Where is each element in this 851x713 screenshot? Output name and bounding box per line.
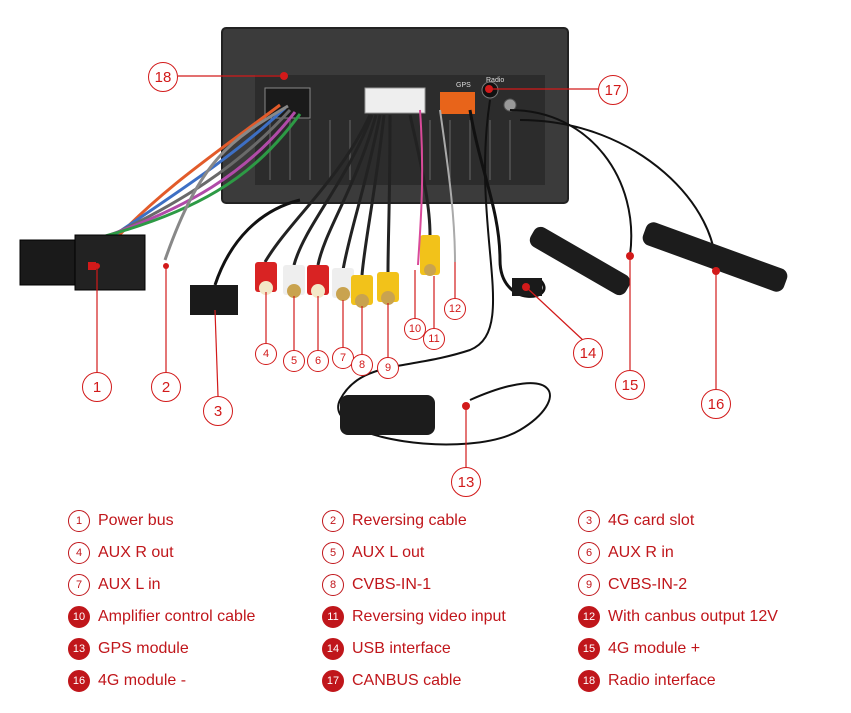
legend-number: 13: [68, 638, 90, 660]
rca-plugs: [255, 235, 440, 308]
canbus-sticker: [440, 92, 475, 114]
legend-number: 15: [578, 638, 600, 660]
legend-item: 11 Reversing video input: [322, 604, 506, 630]
radio-port-label: Radio: [486, 77, 504, 84]
legend-label: AUX L in: [98, 576, 161, 593]
callout-3: 3: [203, 396, 233, 426]
power-bus-connectors: [19, 234, 146, 291]
legend-item: 1 Power bus: [68, 508, 174, 534]
legend-number: 7: [68, 574, 90, 596]
legend-label: CVBS-IN-2: [608, 576, 688, 593]
legend-item: 12 With canbus output 12V: [578, 604, 778, 630]
gps-port-label: GPS: [456, 82, 471, 89]
callout-4: 4: [255, 343, 277, 365]
legend-item: 14 USB interface: [322, 636, 451, 662]
legend-number: 8: [322, 574, 344, 596]
gps-cable: [337, 99, 551, 446]
callout-13: 13: [451, 467, 481, 497]
rca-cables: [263, 114, 432, 276]
callout-9: 9: [377, 357, 399, 379]
legend-label: Power bus: [98, 512, 174, 529]
canbus-12v-lead: [439, 109, 456, 263]
amp-control-lead: [417, 109, 424, 266]
legend-item: 4 AUX R out: [68, 540, 174, 566]
legend-item: 8 CVBS-IN-1: [322, 572, 431, 598]
legend-item: 6 AUX R in: [578, 540, 674, 566]
legend-item: 3 4G card slot: [578, 508, 694, 534]
legend: 1 Power bus 2 Reversing cable 3 4G card slot 4…: [0, 505, 851, 705]
callout-6: 6: [307, 350, 329, 372]
legend-label: Radio interface: [608, 672, 716, 689]
legend-number: 3: [578, 510, 600, 532]
callout-10: 10: [404, 318, 426, 340]
legend-number: 1: [68, 510, 90, 532]
legend-label: 4G module -: [98, 672, 187, 689]
legend-label: GPS module: [98, 640, 189, 657]
legend-item: 15 4G module +: [578, 636, 700, 662]
callout-14: 14: [573, 338, 603, 368]
legend-number: 9: [578, 574, 600, 596]
legend-item: 13 GPS module: [68, 636, 189, 662]
card-slot-cable: [213, 198, 301, 286]
callout-16: 16: [701, 389, 731, 419]
heat-sink-fins: [269, 120, 511, 180]
antenna-plus: [529, 226, 631, 296]
callout-15: 15: [615, 370, 645, 400]
legend-number: 11: [322, 606, 344, 628]
callout-2: 2: [151, 372, 181, 402]
callout-1: 1: [82, 372, 112, 402]
legend-number: 16: [68, 670, 90, 692]
legend-item: 10 Amplifier control cable: [68, 604, 255, 630]
legend-label: Reversing video input: [352, 608, 506, 625]
legend-label: AUX R out: [98, 544, 174, 561]
legend-number: 5: [322, 542, 344, 564]
diagram-graphic: GPS Radio: [19, 27, 788, 468]
callout-5: 5: [283, 350, 305, 372]
card-slot-box: [190, 285, 238, 315]
callout-17: 17: [598, 75, 628, 105]
legend-label: USB interface: [352, 640, 451, 657]
legend-label: CANBUS cable: [352, 672, 462, 689]
wiring-diagram: GPS Radio: [19, 27, 788, 497]
legend-number: 14: [322, 638, 344, 660]
legend-item: 2 Reversing cable: [322, 508, 467, 534]
legend-label: 4G module +: [608, 640, 701, 657]
gps-module: [340, 395, 435, 435]
legend-item: 17 CANBUS cable: [322, 668, 461, 694]
legend-label: Amplifier control cable: [98, 608, 256, 625]
legend-label: AUX L out: [352, 544, 425, 561]
legend-label: CVBS-IN-1: [352, 576, 432, 593]
legend-number: 6: [578, 542, 600, 564]
legend-number: 17: [322, 670, 344, 692]
av-socket: [364, 87, 426, 114]
power-harness-wires: [69, 103, 302, 261]
callout-8: 8: [351, 354, 373, 376]
legend-label: With canbus output 12V: [608, 608, 778, 625]
legend-item: 16 4G module -: [68, 668, 186, 694]
leader-lines: [96, 75, 717, 468]
legend-item: 7 AUX L in: [68, 572, 161, 598]
callout-18: 18: [148, 62, 178, 92]
legend-number: 18: [578, 670, 600, 692]
legend-label: 4G card slot: [608, 512, 695, 529]
legend-item: 18 Radio interface: [578, 668, 716, 694]
legend-number: 4: [68, 542, 90, 564]
legend-number: 12: [578, 606, 600, 628]
legend-label: Reversing cable: [352, 512, 467, 529]
legend-label: AUX R in: [608, 544, 674, 561]
callout-11: 11: [423, 328, 445, 350]
callout-12: 12: [444, 298, 466, 320]
legend-number: 2: [322, 510, 344, 532]
antenna-plus-cable: [509, 109, 633, 256]
legend-item: 5 AUX L out: [322, 540, 424, 566]
legend-number: 10: [68, 606, 90, 628]
legend-item: 9 CVBS-IN-2: [578, 572, 687, 598]
antenna-minus: [642, 222, 788, 292]
